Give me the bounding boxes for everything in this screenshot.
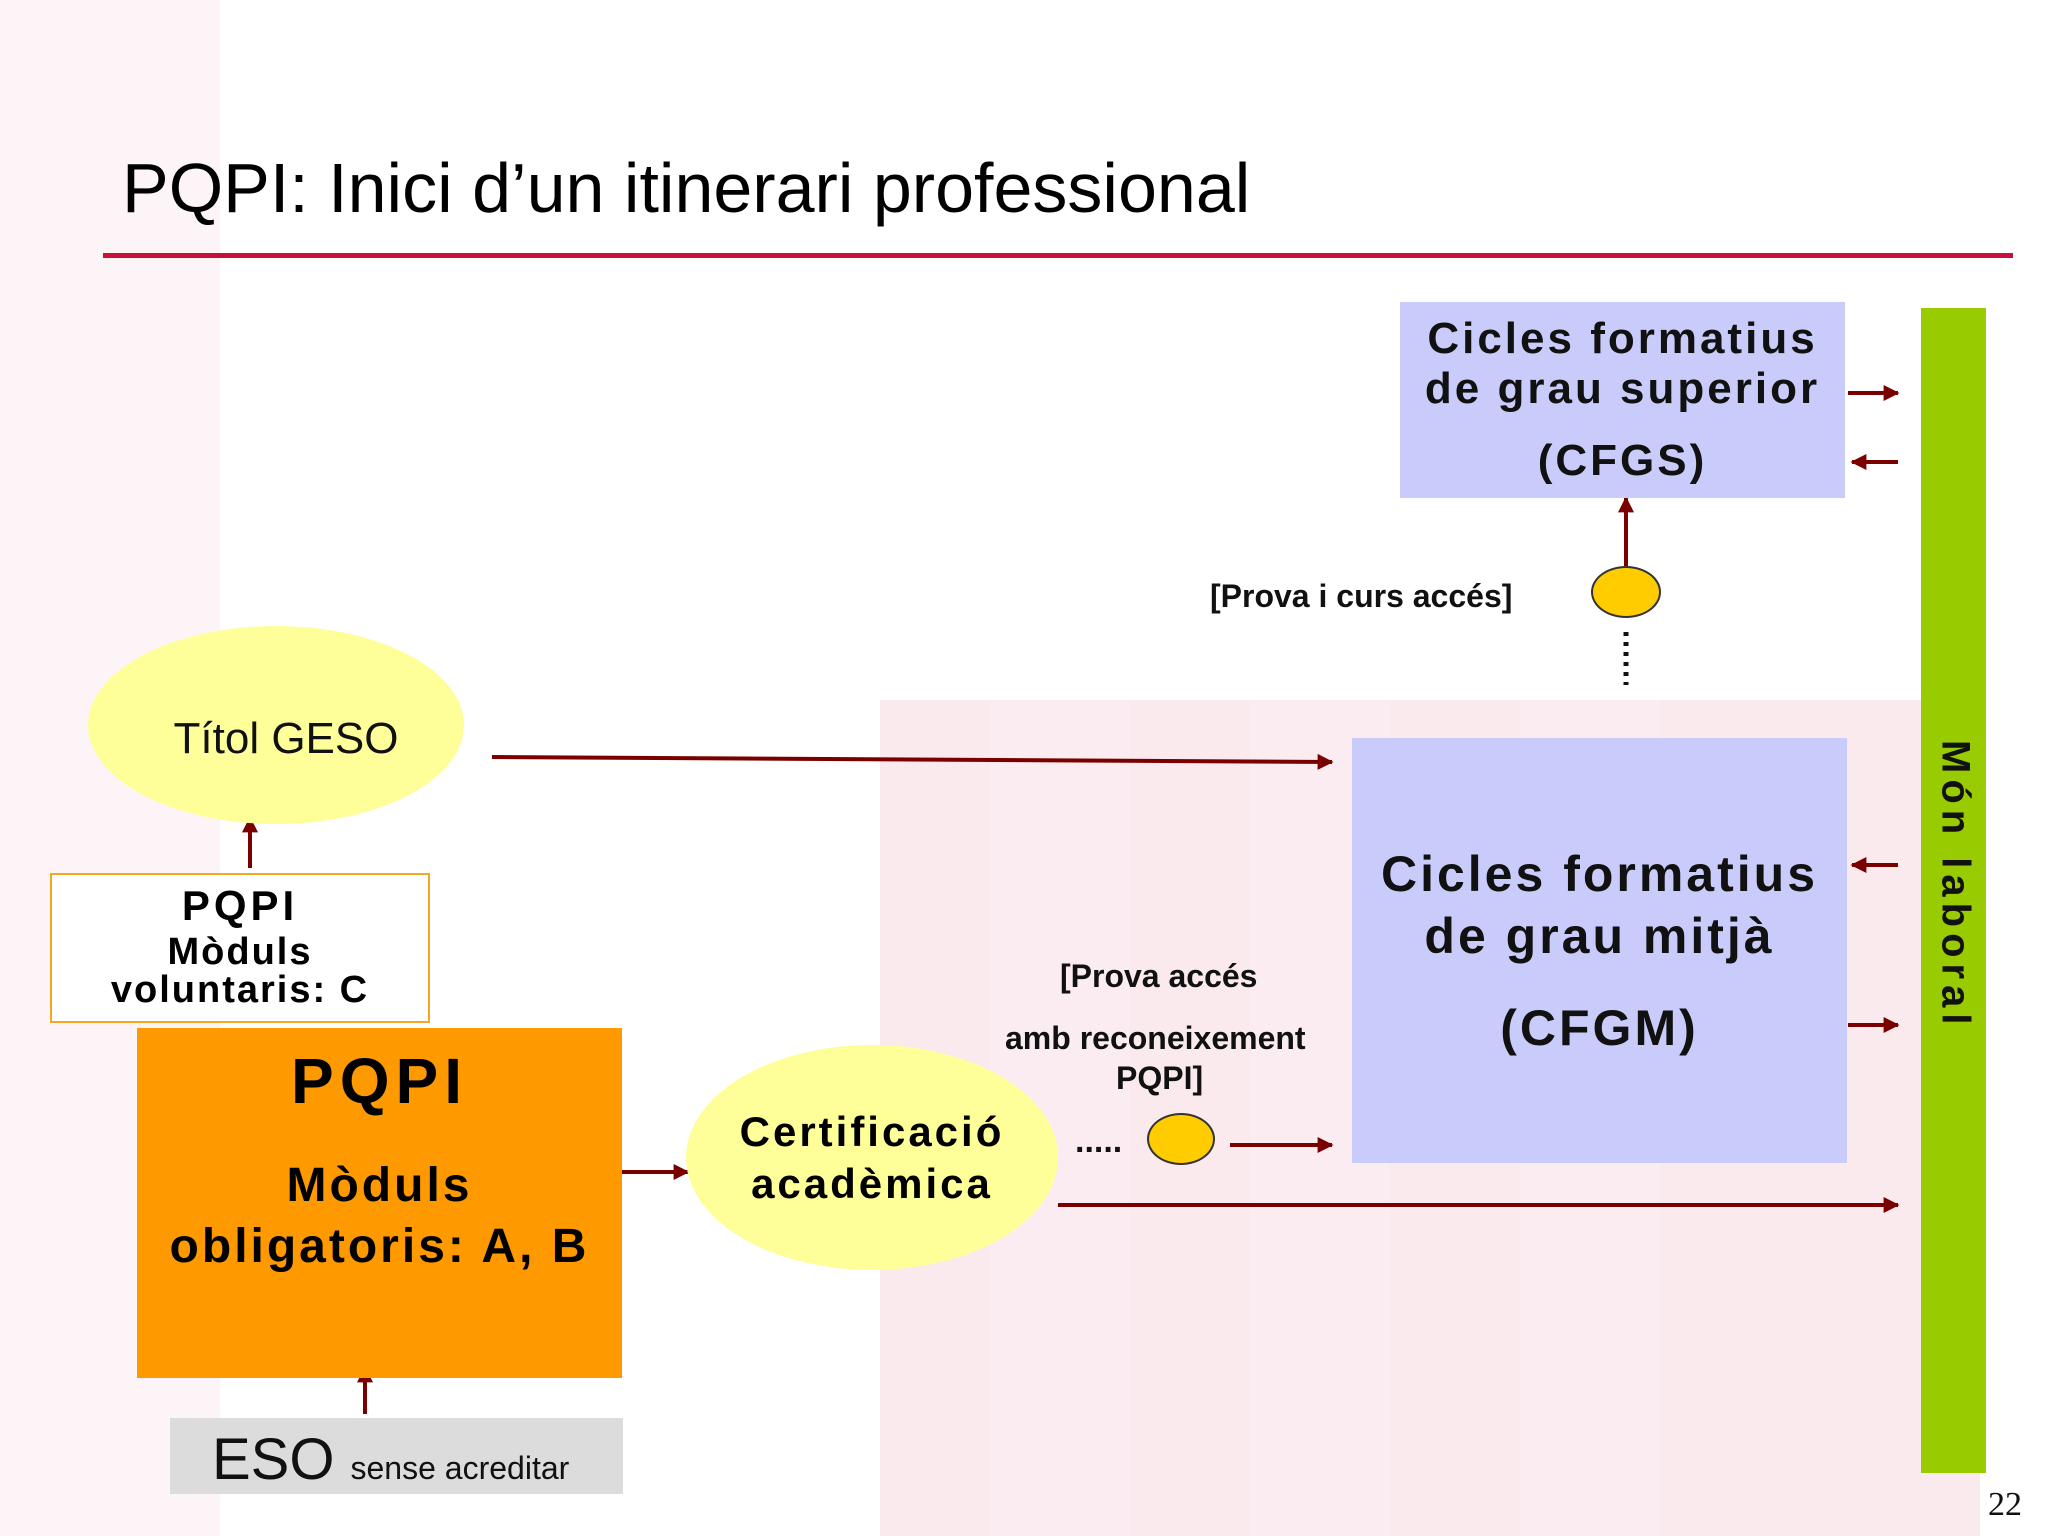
- pqpi-c-title: PQPI: [181, 882, 299, 929]
- pqpi-c-line2: voluntaris: C: [110, 969, 370, 1011]
- eso-box: ESO sense acreditar: [170, 1418, 623, 1494]
- pqpi-mandatory-box: PQPI Mòduls obligatoris: A, B: [137, 1028, 622, 1378]
- pqpi-ab-title: PQPI: [291, 1045, 468, 1117]
- cfgm-box: Cicles formatius de grau mitjà (CFGM): [1352, 738, 1847, 1163]
- cfgs-box: Cicles formatius de grau superior (CFGS): [1400, 302, 1845, 498]
- cfgs-line1: Cicles formatius: [1427, 314, 1818, 363]
- certificacio-line1: Certificació: [739, 1107, 1005, 1155]
- cfgm-line1: Cicles formatius: [1380, 845, 1818, 902]
- page-number: 22: [1988, 1486, 2022, 1523]
- prova-acces-line2: amb reconeixement: [1005, 1020, 1306, 1056]
- eso-sense-label: sense acreditar: [350, 1450, 570, 1486]
- titol-geso-ellipse: Títol GESO: [88, 626, 464, 824]
- prova-acces-line3: PQPI]: [1116, 1060, 1204, 1096]
- page-title: PQPI: Inici d’un itinerari professional: [122, 149, 1251, 227]
- cfgs-line2: de grau superior: [1424, 364, 1821, 413]
- junction-dot-cfgm: [1147, 1113, 1215, 1165]
- cfgm-line3: (CFGM): [1500, 999, 1699, 1056]
- dots-short: .....: [1075, 1122, 1123, 1160]
- prova-acces-line1: [Prova accés: [1060, 958, 1258, 994]
- prova-curs-label: [Prova i curs accés]: [1210, 578, 1513, 614]
- mon-laboral-label: Món laboral: [1933, 739, 1978, 1031]
- certificacio-line2: acadèmica: [751, 1159, 993, 1207]
- title-divider: [103, 253, 2013, 258]
- arrow-geso-to-cfgm: [491, 753, 1334, 770]
- pqpi-c-line1: Mòduls: [167, 931, 313, 973]
- cfgm-line2: de grau mitjà: [1424, 907, 1775, 964]
- eso-label: ESO: [212, 1427, 335, 1492]
- pqpi-ab-line2: obligatoris: A, B: [169, 1220, 590, 1273]
- certificacio-ellipse: Certificació acadèmica: [686, 1045, 1058, 1270]
- pqpi-ab-line1: Mòduls: [286, 1159, 473, 1212]
- pqpi-voluntary-box: PQPI Mòduls voluntaris: C: [50, 873, 430, 1023]
- cfgs-line3: (CFGS): [1537, 436, 1708, 485]
- titol-geso-label: Títol GESO: [173, 714, 399, 763]
- junction-dot-cfgs: [1591, 566, 1661, 618]
- mon-laboral-bar: [1921, 308, 1986, 1473]
